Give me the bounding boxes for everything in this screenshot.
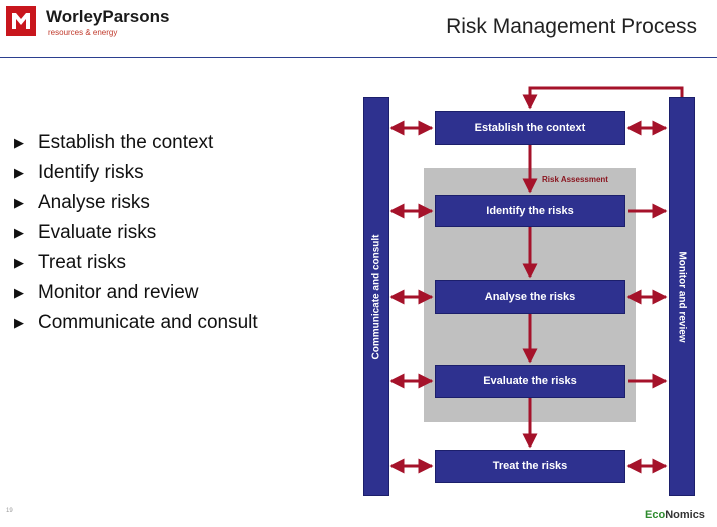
logo-mark-icon — [12, 13, 30, 29]
header-divider — [0, 57, 717, 58]
page-title: Risk Management Process — [446, 15, 697, 38]
worleyparsons-logo — [6, 6, 36, 36]
bullet-text: Identify risks — [38, 162, 144, 183]
bullet-triangle-icon: ▶ — [14, 165, 24, 180]
list-item: ▶ Evaluate risks — [14, 218, 258, 248]
list-item: ▶ Monitor and review — [14, 278, 258, 308]
bullet-triangle-icon: ▶ — [14, 135, 24, 150]
step-analyse-risks: Analyse the risks — [435, 280, 625, 314]
bullet-text: Treat risks — [38, 252, 126, 273]
list-item: ▶ Analyse risks — [14, 188, 258, 218]
economics-logo: EcoNomics — [645, 509, 705, 521]
list-item: ▶ Treat risks — [14, 248, 258, 278]
step-establish-context: Establish the context — [435, 111, 625, 145]
bullet-triangle-icon: ▶ — [14, 225, 24, 240]
bullet-text: Communicate and consult — [38, 312, 258, 333]
bullet-triangle-icon: ▶ — [14, 285, 24, 300]
list-item: ▶ Identify risks — [14, 158, 258, 188]
bullet-text: Evaluate risks — [38, 222, 157, 243]
list-item: ▶ Establish the context — [14, 128, 258, 158]
step-identify-risks: Identify the risks — [435, 195, 625, 227]
list-item: ▶ Communicate and consult — [14, 308, 258, 338]
feedback-arrow — [522, 86, 684, 110]
bullet-triangle-icon: ▶ — [14, 255, 24, 270]
step-treat-risks: Treat the risks — [435, 450, 625, 483]
bullet-triangle-icon: ▶ — [14, 315, 24, 330]
logo-prefix: Eco — [645, 509, 666, 521]
bullet-text: Monitor and review — [38, 282, 199, 303]
logo-suffix: Nomics — [665, 509, 705, 521]
communicate-consult-bar: Communicate and consult — [363, 97, 389, 496]
monitor-review-bar: Monitor and review — [669, 97, 695, 496]
page-number: 19 — [6, 508, 13, 514]
risk-assessment-label: Risk Assessment — [542, 175, 608, 184]
bullet-triangle-icon: ▶ — [14, 195, 24, 210]
bullet-list: ▶ Establish the context ▶ Identify risks ▶… — [14, 128, 258, 338]
step-evaluate-risks: Evaluate the risks — [435, 365, 625, 398]
brand-tagline: resources & energy — [48, 28, 118, 37]
brand-name: WorleyParsons — [46, 7, 170, 26]
bullet-text: Analyse risks — [38, 192, 150, 213]
bullet-text: Establish the context — [38, 132, 214, 153]
